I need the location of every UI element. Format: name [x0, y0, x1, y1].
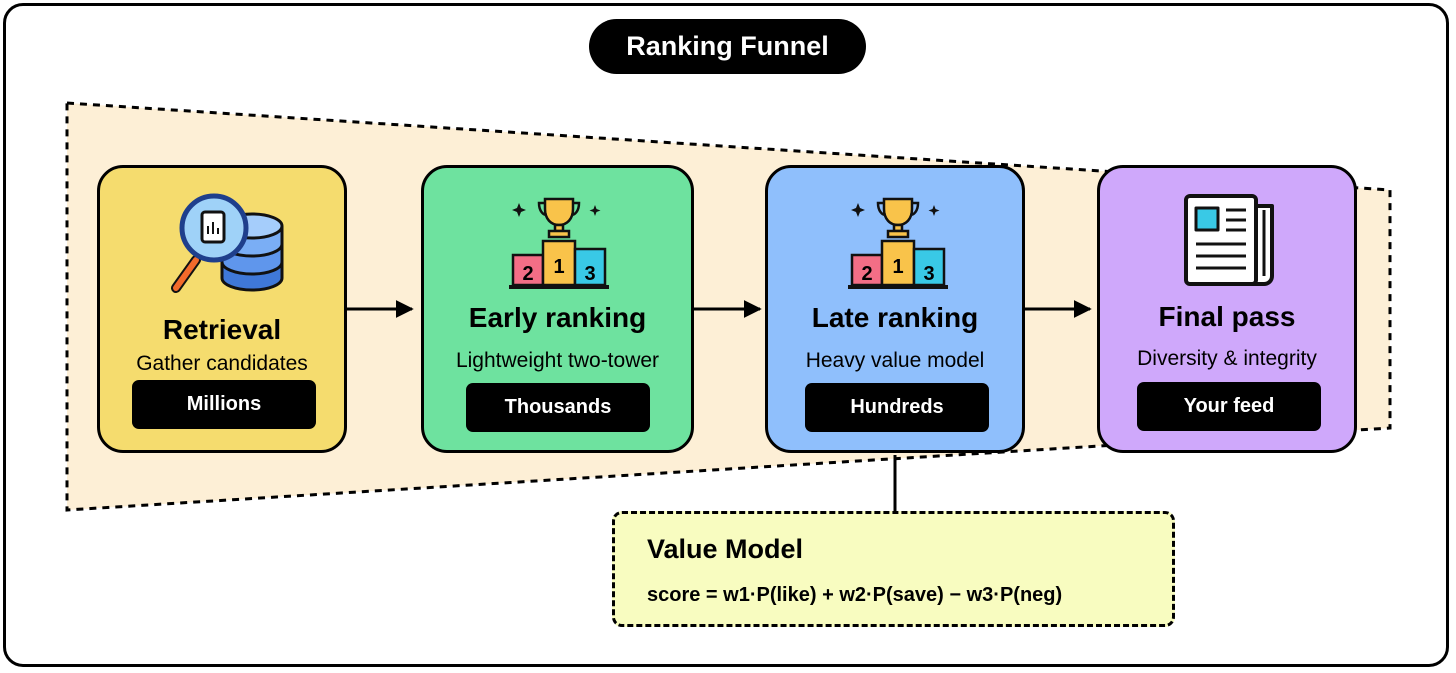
newspaper-icon [1184, 194, 1274, 286]
stage-title: Final pass [1158, 301, 1296, 332]
stage-card-early-ranking: 2 1 3 Early ranking Lightweight two-towe… [421, 165, 694, 453]
podium-third-label: 3 [923, 263, 935, 285]
stage-card-retrieval: Retrieval Gather candidates Millions [97, 165, 347, 453]
value-model-title: Value Model [647, 534, 804, 564]
stage-subtitle: Gather candidates [136, 352, 308, 375]
podium-trophy-icon [848, 197, 948, 289]
podium-second-label: 2 [861, 263, 873, 285]
stage-subtitle: Diversity & integrity [1137, 347, 1317, 370]
podium-second-label: 2 [522, 263, 534, 285]
magnifier-database-icon [171, 193, 284, 293]
stage-card-final-pass: Final pass Diversity & integrity Your fe… [1097, 165, 1357, 453]
podium-first-label: 1 [553, 256, 565, 278]
podium-first-label: 1 [892, 256, 904, 278]
stage-card-late-ranking: 2 1 3 Late ranking Heavy value model Hun… [765, 165, 1025, 453]
value-model-formula: score = w1·P(like) + w2·P(save) − w3·P(n… [647, 584, 1063, 606]
stage-volume-badge: Thousands [466, 383, 650, 432]
podium-trophy-icon [509, 197, 609, 289]
stage-subtitle: Lightweight two-tower [455, 349, 660, 372]
podium-third-label: 3 [584, 263, 596, 285]
stage-subtitle: Heavy value model [805, 349, 985, 372]
stage-volume-badge: Millions [132, 380, 316, 429]
value-model-box: Value Model score = w1·P(like) + w2·P(sa… [612, 511, 1175, 627]
stage-title: Late ranking [811, 302, 979, 333]
stage-title: Early ranking [468, 302, 647, 333]
funnel-shape [65, 101, 1392, 512]
stage-title: Retrieval [162, 314, 282, 345]
stage-volume-badge: Your feed [1137, 382, 1321, 431]
page-title: Ranking Funnel [589, 19, 866, 74]
stage-volume-badge: Hundreds [805, 383, 989, 432]
